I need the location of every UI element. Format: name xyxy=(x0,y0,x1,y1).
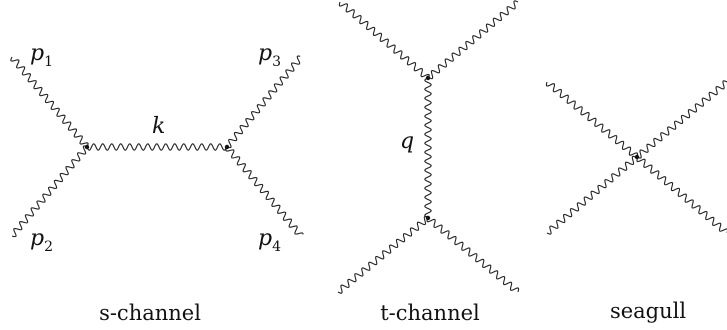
photon-line-p3 xyxy=(226,55,301,149)
caption-seagull: seagull xyxy=(610,299,686,323)
vertex-bottom xyxy=(425,215,431,221)
propagator-line-k xyxy=(86,143,228,151)
label-p1: p1 xyxy=(30,41,53,70)
photon-line-upper-right xyxy=(636,80,727,159)
photon-line-top-left xyxy=(338,1,430,78)
s-channel-lines xyxy=(10,55,304,238)
propagator-line-q xyxy=(424,77,432,219)
t-channel-lines xyxy=(337,0,520,294)
vertex-left xyxy=(84,144,90,150)
photon-line-lower-right xyxy=(636,155,727,233)
photon-line-lower-left xyxy=(546,155,639,235)
vertex-center xyxy=(634,154,640,160)
photon-line-p4 xyxy=(225,146,304,235)
label-p3: p3 xyxy=(258,41,281,70)
photon-line-bottom-left xyxy=(337,215,428,294)
label-p4: p4 xyxy=(258,226,281,255)
label-p2: p2 xyxy=(30,226,53,255)
caption-t-channel: t-channel xyxy=(380,301,480,325)
label-k: k xyxy=(152,114,165,139)
s-channel-diagram: p1 p2 p3 p4 k s-channel xyxy=(10,41,304,325)
photon-line-top-right xyxy=(426,0,519,80)
vertex-right xyxy=(224,144,230,150)
vertex-top xyxy=(425,75,431,81)
seagull-lines xyxy=(545,80,727,235)
photon-line-upper-left xyxy=(545,81,639,158)
photon-line-bottom-right xyxy=(426,218,520,293)
seagull-diagram: seagull xyxy=(545,80,727,323)
photon-line-p2 xyxy=(11,145,87,238)
label-q: q xyxy=(400,129,414,154)
photon-line-p1 xyxy=(10,56,89,148)
caption-s-channel: s-channel xyxy=(99,301,201,325)
t-channel-diagram: q t-channel xyxy=(337,0,520,325)
